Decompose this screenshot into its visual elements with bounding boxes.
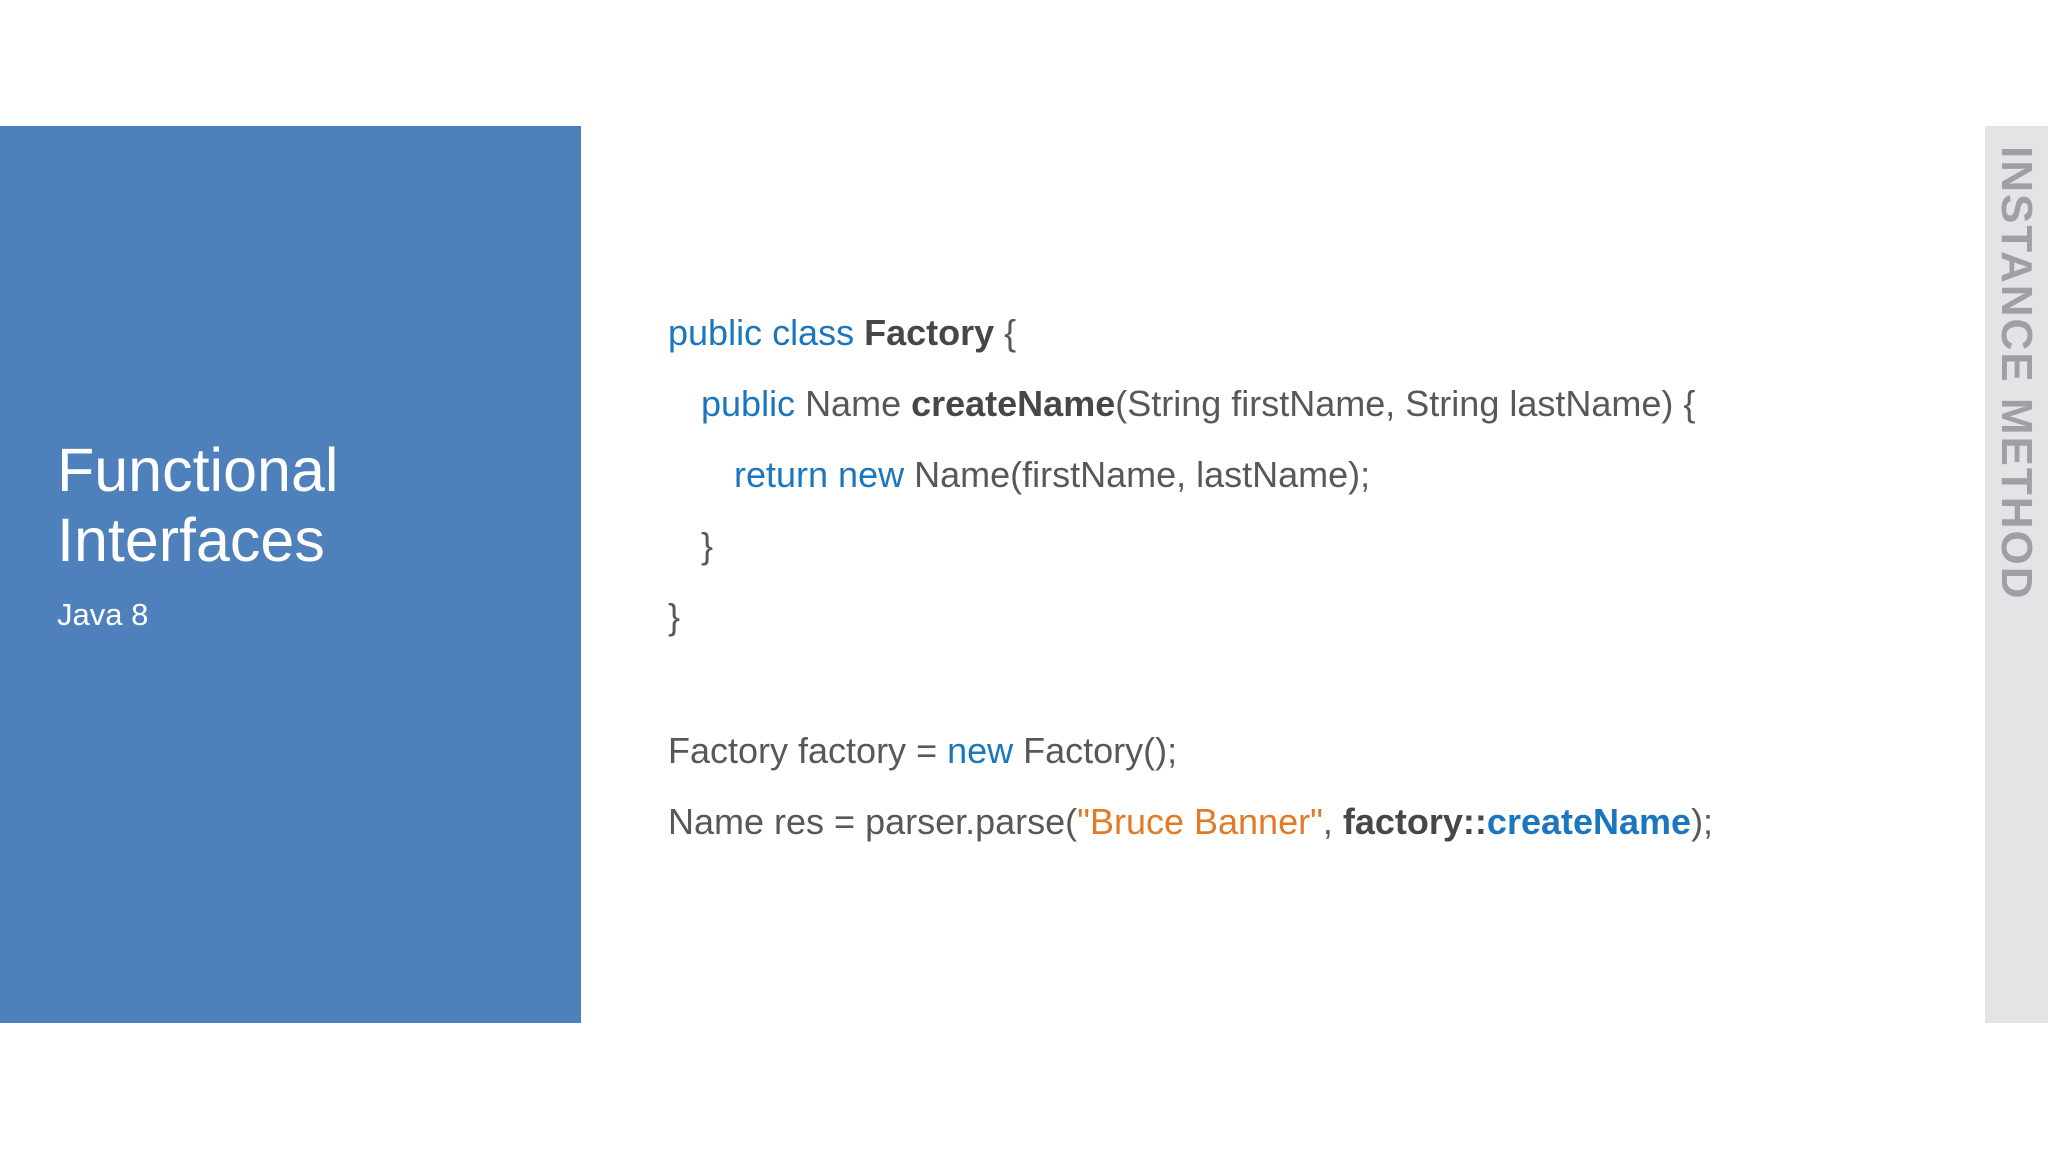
code-token-member: createName	[911, 383, 1116, 424]
code-block-factory-class: public class Factory {public Name create…	[668, 297, 1695, 652]
code-block-usage: Factory factory = new Factory();Name res…	[668, 715, 1713, 857]
code-line: Factory factory = new Factory();	[668, 715, 1713, 786]
side-tab: INSTANCE METHOD	[1985, 126, 2048, 1023]
code-token-plain: }	[701, 525, 714, 566]
code-token-member: factory::	[1342, 801, 1487, 842]
code-line: }	[668, 581, 1695, 652]
slide-subtitle: Java 8	[57, 597, 149, 632]
code-line: public Name createName(String firstName,…	[668, 368, 1695, 439]
code-token-keyword: new	[947, 730, 1024, 771]
code-line: }	[668, 510, 1695, 581]
code-token-plain: Name(firstName, lastName);	[914, 454, 1371, 495]
slide-title: Functional Interfaces	[57, 435, 338, 575]
code-token-plain: Name res = parser.parse(	[668, 801, 1078, 842]
code-token-plain: {	[1004, 312, 1017, 353]
code-token-plain: Factory factory =	[668, 730, 948, 771]
code-token-plain: (String firstName, String lastName) {	[1115, 383, 1696, 424]
slide-title-line1: Functional	[57, 436, 339, 504]
code-line: return new Name(firstName, lastName);	[668, 439, 1695, 510]
code-token-plain: Name	[805, 383, 912, 424]
slide-title-line2: Interfaces	[57, 506, 325, 574]
code-token-plain: Factory();	[1023, 730, 1178, 771]
title-panel: Functional Interfaces Java 8	[0, 126, 581, 1023]
code-token-keyword-bold: createName	[1486, 801, 1692, 842]
code-token-keyword: public class	[668, 312, 865, 353]
code-line: Name res = parser.parse("Bruce Banner", …	[668, 786, 1713, 857]
code-token-plain: ,	[1322, 801, 1343, 842]
side-tab-label: INSTANCE METHOD	[1992, 146, 2041, 601]
code-token-plain: );	[1691, 801, 1714, 842]
code-token-string: "Bruce Banner"	[1077, 801, 1323, 842]
code-token-keyword: public	[701, 383, 806, 424]
code-token-plain: }	[668, 596, 681, 637]
code-line: public class Factory {	[668, 297, 1695, 368]
code-token-member: Factory	[864, 312, 1005, 353]
code-token-keyword: return new	[734, 454, 915, 495]
